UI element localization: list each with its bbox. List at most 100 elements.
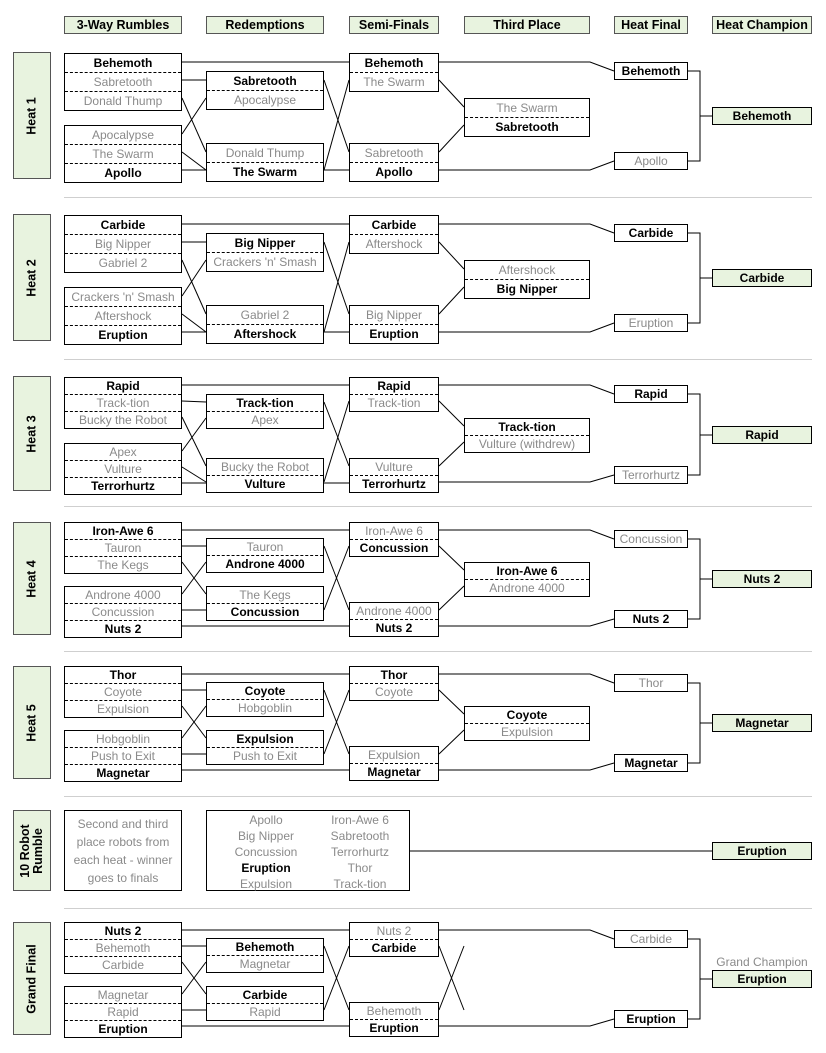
section-divider <box>64 197 812 198</box>
winner-entry: Concussion <box>207 603 323 620</box>
grand-final-label-panel: Grand Final <box>13 922 51 1035</box>
loser-entry: Hobgoblin <box>207 699 323 716</box>
loser-entry: Aftershock <box>65 306 181 325</box>
loser-entry: The Swarm <box>65 144 181 163</box>
bracket-connector <box>438 729 465 755</box>
heat-champion: Carbide <box>712 269 812 287</box>
loser-entry: Rapid <box>65 1003 181 1020</box>
winner-entry: Eruption <box>65 325 181 344</box>
loser-entry: Vulture <box>65 460 181 477</box>
loser-entry: Aftershock <box>498 263 556 277</box>
loser-entry: Expulsion <box>367 748 421 762</box>
winner-entry: Rapid <box>106 379 140 393</box>
loser-entry: Behemoth <box>65 939 181 956</box>
bracket-connector <box>438 124 465 153</box>
header-heat-champion: Heat Champion <box>712 16 812 34</box>
winner-entry: Magnetar <box>65 764 181 781</box>
bracket-connector <box>439 61 615 72</box>
winner-entry: Apollo <box>65 163 181 182</box>
heat-champion: Rapid <box>712 426 812 444</box>
heat-final-entry: Carbide <box>614 930 688 948</box>
heat-champion: Eruption <box>712 970 812 988</box>
grand-champion-title: Grand Champion <box>716 955 808 969</box>
winner-entry: Big Nipper <box>465 279 589 298</box>
loser-entry: The Swarm <box>350 72 438 91</box>
loser-entry: The Kegs <box>65 556 181 573</box>
rumble10-winner: Eruption <box>712 842 812 860</box>
bracket-connector <box>439 384 615 395</box>
heat-final-entry: Apollo <box>614 152 688 170</box>
winner-entry: Iron-Awe 6 <box>496 564 558 578</box>
heat-label: Heat 3 <box>24 414 39 453</box>
bracket-connector <box>323 401 350 467</box>
rumble10-entrant: Iron-Awe 6 <box>331 813 389 827</box>
loser-entry: Expulsion <box>65 700 181 717</box>
heat-champion: Magnetar <box>712 714 812 732</box>
bracket-connector <box>438 441 465 467</box>
loser-entry: Apex <box>207 411 323 428</box>
bracket-connector <box>323 400 350 483</box>
bracket-connector <box>181 151 207 171</box>
heat-label-panel: Heat 3 <box>13 376 51 491</box>
winner-entry: Aftershock <box>207 324 323 343</box>
rumble10-entrant: Terrorhurtz <box>330 845 389 859</box>
section-divider <box>64 908 812 909</box>
heat-label: Heat 5 <box>24 703 39 742</box>
loser-entry: Androne 4000 <box>356 604 432 618</box>
bracket-connector <box>181 466 207 483</box>
bracket-connector <box>181 97 207 135</box>
rumble10-entrant: Concussion <box>234 845 298 859</box>
rumble10-label: 10 Robot Rumble <box>18 823 45 878</box>
bracket-connector <box>323 79 350 171</box>
heat-label-panel: Heat 4 <box>13 522 51 635</box>
heat-label: Heat 2 <box>24 258 39 297</box>
loser-entry: Bucky the Robot <box>65 411 181 428</box>
loser-entry: Track-tion <box>350 394 438 411</box>
heat-final-entry: Carbide <box>614 224 688 242</box>
bracket-connector <box>181 416 207 467</box>
section-divider <box>64 796 812 797</box>
loser-entry: Gabriel 2 <box>65 253 181 272</box>
winner-entry: Coyote <box>244 684 286 698</box>
section-divider <box>64 506 812 507</box>
winner-entry: Nuts 2 <box>104 924 142 938</box>
rumble10-entrant: Expulsion <box>239 877 293 891</box>
loser-entry: Iron-Awe 6 <box>365 524 423 538</box>
loser-entry: Bucky the Robot <box>220 460 310 474</box>
bracket-connector <box>439 1018 615 1027</box>
bracket-connector <box>688 938 701 1020</box>
header-third-place: Third Place <box>464 16 590 34</box>
winner-entry: Sabretooth <box>233 74 297 88</box>
bracket-connector <box>688 538 701 620</box>
rumble10-label-panel: 10 Robot Rumble <box>13 810 51 891</box>
bracket-connector <box>181 313 207 333</box>
loser-entry: The Swarm <box>496 101 558 115</box>
bracket-connector <box>439 322 615 333</box>
bracket-connector <box>181 259 207 315</box>
bracket-connector <box>323 945 350 1011</box>
loser-entry: Coyote <box>65 683 181 700</box>
header-3-way-rumbles: 3-Way Rumbles <box>64 16 182 34</box>
loser-entry: Apex <box>109 445 137 459</box>
winner-entry: Eruption <box>65 1020 181 1037</box>
winner-entry: Thor <box>109 668 137 682</box>
heat-final-entry: Rapid <box>614 385 688 403</box>
bracket-connector <box>438 79 465 108</box>
